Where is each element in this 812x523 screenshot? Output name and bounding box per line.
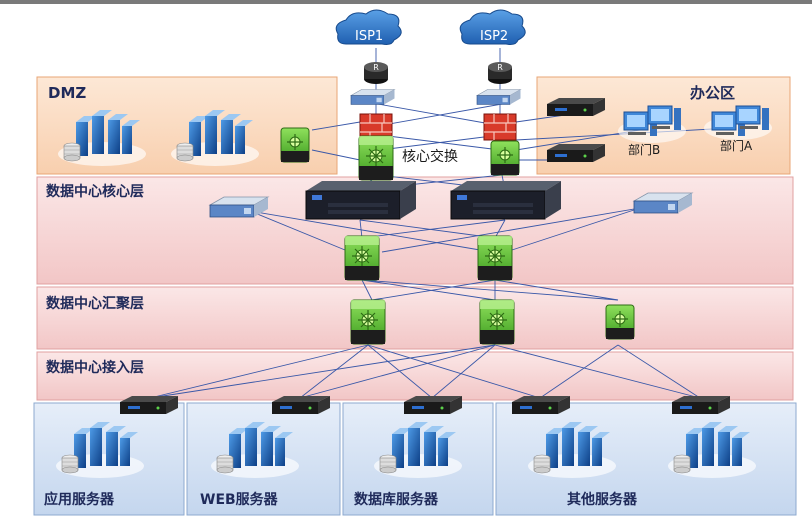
access-layer-label: 数据中心接入层 <box>46 360 144 376</box>
core-switch-2-icon <box>490 140 520 176</box>
access-switch-1-icon <box>120 396 178 414</box>
app-server-label: 应用服务器 <box>44 492 114 508</box>
isp1-label: ISP1 <box>355 29 384 44</box>
core-layer-switch-1-icon <box>344 235 380 281</box>
dmz-label: DMZ <box>48 84 87 102</box>
dept-a-pcs-icon <box>704 105 772 140</box>
isp2-label: ISP2 <box>480 29 509 44</box>
core-switch-label: 核心交换 <box>402 149 458 165</box>
isp2-cloud-icon <box>459 9 526 45</box>
access-switch-4-icon <box>512 396 570 414</box>
db-server-zone <box>342 402 494 516</box>
router-1-icon <box>364 62 388 84</box>
gateway-2-icon <box>476 89 521 105</box>
other-server-label: 其他服务器 <box>567 492 637 508</box>
office-label: 办公区 <box>690 84 736 102</box>
core-chassis-2-icon <box>450 180 562 220</box>
dept-b-pcs-icon <box>618 105 686 143</box>
top-border <box>0 0 812 4</box>
dept-a-label: 部门A <box>720 139 753 153</box>
agg-switch-2-icon <box>479 299 515 345</box>
office-device-1-icon <box>547 98 605 116</box>
core-layer-switch-2-icon <box>477 235 513 281</box>
office-device-2-icon <box>547 144 605 162</box>
aggregation-layer-label: 数据中心汇聚层 <box>46 296 144 312</box>
access-switch-2-icon <box>272 396 330 414</box>
core-switch-1-icon <box>358 135 394 181</box>
core-layer-label: 数据中心核心层 <box>46 184 144 200</box>
gateway-1-icon <box>350 89 395 105</box>
router-2-icon <box>488 62 512 84</box>
core-chassis-1-icon <box>305 180 417 220</box>
access-switch-3-icon <box>404 396 462 414</box>
agg-switch-3-icon <box>605 304 635 340</box>
access-switch-5-icon <box>672 396 730 414</box>
agg-switch-1-icon <box>350 299 386 345</box>
db-server-label: 数据库服务器 <box>354 492 438 508</box>
isp1-cloud-icon <box>335 9 402 45</box>
web-server-label: WEB服务器 <box>200 492 278 508</box>
firewall-2-icon <box>483 113 517 141</box>
aggregation-layer-band <box>36 286 794 350</box>
dmz-switch-icon <box>280 127 310 163</box>
dept-b-label: 部门B <box>628 143 661 157</box>
